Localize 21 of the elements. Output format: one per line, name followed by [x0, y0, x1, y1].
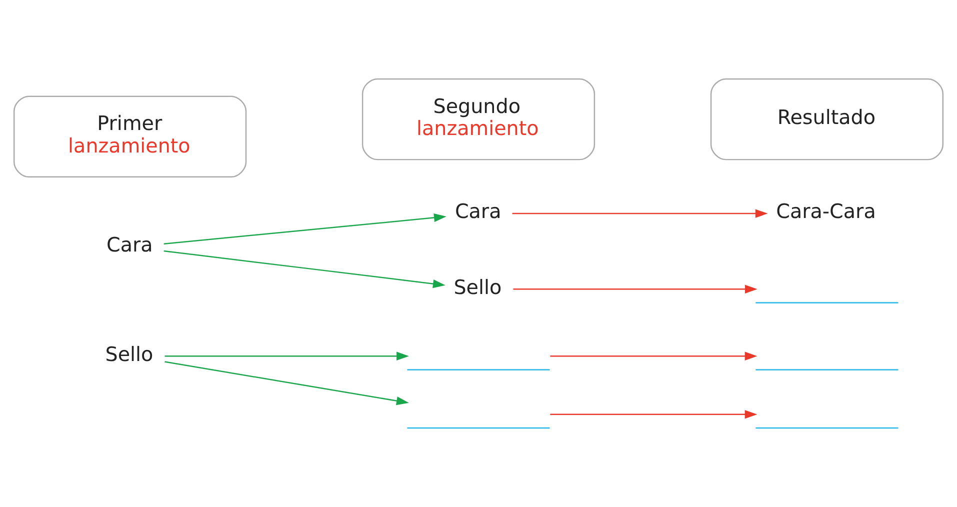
arrow [512, 209, 768, 218]
node-text: Sello [454, 276, 502, 299]
arrow [164, 352, 409, 360]
node-box: Resultado [710, 78, 944, 160]
arrow [164, 213, 446, 244]
node-line [756, 302, 898, 304]
node-line [756, 427, 898, 429]
node-text: Cara [454, 200, 502, 224]
arrow [164, 361, 409, 406]
node-box: Primer lanzamiento [13, 96, 247, 178]
arrow [513, 284, 758, 294]
arrow [550, 352, 758, 360]
node-text: Cara [106, 234, 153, 257]
node-line [407, 427, 550, 429]
node-text: Cara-Cara [776, 200, 876, 224]
arrow [164, 250, 446, 288]
node-box: Segundo lanzamiento [362, 78, 596, 160]
node-line [756, 369, 898, 370]
node-line [407, 369, 550, 370]
node-text: Sello [105, 342, 154, 366]
arrow [550, 410, 758, 419]
